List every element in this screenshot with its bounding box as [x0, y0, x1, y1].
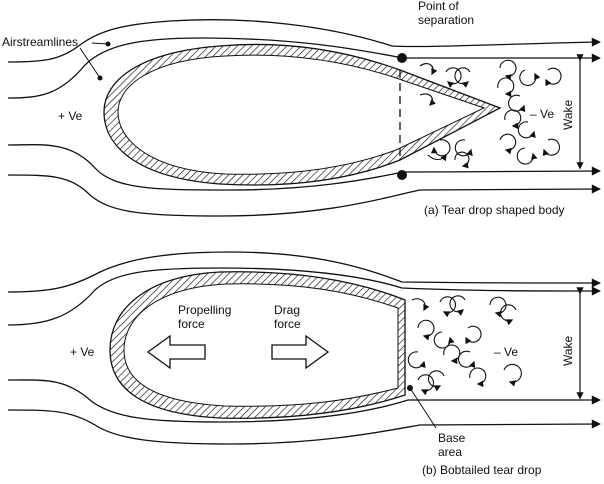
base-label-line1: Base [438, 431, 466, 445]
airstreamlines-label: Airstreamlines [2, 35, 78, 49]
positive-pressure-label-b: + Ve [70, 345, 95, 359]
airstreamlines-leader [79, 41, 111, 81]
tear-drop-body-inner [117, 54, 486, 175]
wake-label-a: Wake [561, 99, 575, 130]
caption-a: (a) Tear drop shaped body [424, 203, 565, 217]
propelling-force-arrow [146, 334, 206, 370]
positive-pressure-label: + Ve [58, 109, 83, 123]
negative-pressure-label-b: – Ve [494, 345, 518, 359]
drag-force-arrow [271, 334, 330, 370]
separation-label-line1: Point of [418, 0, 459, 13]
drag-label-line2: force [274, 317, 301, 331]
separation-point-upper [397, 53, 407, 63]
base-label-line2: area [438, 445, 462, 459]
propelling-label-line1: Propelling [178, 303, 231, 317]
base-area-leader [409, 387, 437, 429]
propelling-label-line2: force [178, 317, 205, 331]
figure-a-streamlines [7, 19, 601, 217]
separation-label-line2: separation [418, 13, 474, 27]
figure-a-tear-drop: Airstreamlines Point of separation + Ve … [2, 0, 601, 217]
separation-point-lower [397, 170, 407, 180]
drag-label-line1: Drag [274, 303, 300, 317]
negative-pressure-label: – Ve [530, 107, 554, 121]
wake-eddies-b [407, 295, 522, 396]
figure-b-bobtailed: Propelling force Drag force + Ve – Ve Ba… [7, 251, 601, 477]
bobtailed-body-inner [123, 283, 399, 407]
wake-eddies-a [419, 59, 562, 169]
caption-b: (b) Bobtailed tear drop [422, 463, 542, 477]
figure-b-streamlines [7, 251, 601, 445]
wake-label-b: Wake [561, 335, 575, 366]
